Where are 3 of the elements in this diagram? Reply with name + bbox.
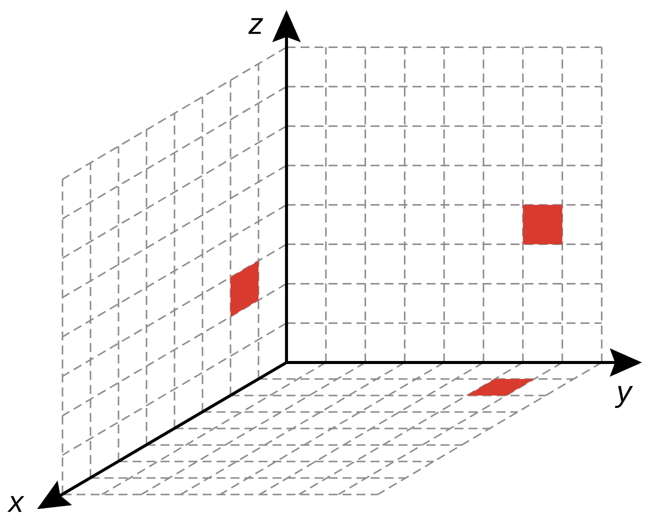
axis-label: x	[7, 496, 24, 512]
axis-label: y	[614, 386, 633, 408]
axis-label: z	[248, 18, 264, 34]
